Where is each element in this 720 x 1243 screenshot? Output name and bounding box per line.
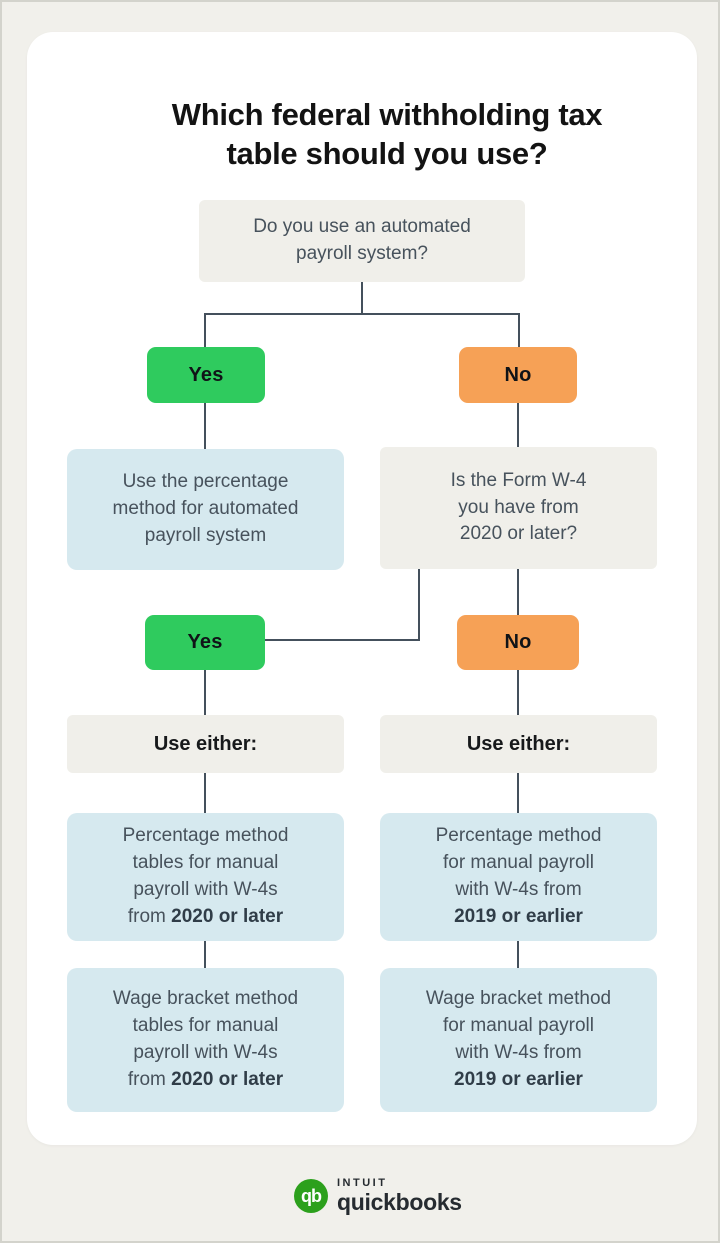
question-automated-payroll-text: Do you use an automated payroll system? [253, 216, 471, 264]
quickbooks-logo: qb INTUIT quickbooks [294, 1178, 462, 1214]
percentage-method-2020-text: Percentage method tables for manual payr… [122, 825, 289, 927]
qb-circle-icon: qb [294, 1179, 328, 1213]
connector-yes2-drop [204, 670, 206, 715]
percentage-method-2020-box: Percentage method tables for manual payr… [67, 813, 344, 941]
no-button-2: No [457, 615, 579, 670]
connector-right-option2 [517, 941, 519, 968]
wage-bracket-2019-year: 2019 or earlier [454, 1068, 583, 1090]
percentage-method-2020-year: 2020 or later [171, 905, 284, 927]
connector-yes1-result [204, 403, 206, 449]
wage-bracket-2020-box: Wage bracket method tables for manual pa… [67, 968, 344, 1112]
connector-root-stem [361, 282, 363, 314]
question-w4-year-box: Is the Form W-4 you have from 2020 or la… [380, 447, 657, 569]
connector-w4-yes-stem [418, 569, 420, 641]
connector-right-option1 [517, 773, 519, 813]
question-automated-payroll-box: Do you use an automated payroll system? [199, 200, 525, 282]
wage-bracket-2020-year: 2020 or later [171, 1068, 284, 1090]
intuit-wordmark: INTUIT [337, 1177, 388, 1189]
connector-w4-yes-elbow [264, 639, 420, 641]
connector-yes1-drop [204, 313, 206, 347]
use-either-right-text: Use either: [466, 732, 571, 755]
connector-root-branch [204, 313, 520, 315]
percentage-method-2019-text: Percentage method for manual payroll wit… [435, 825, 602, 900]
percentage-method-2019-box: Percentage method for manual payroll wit… [380, 813, 657, 941]
result-automated-percentage-text: Use the percentage method for automated … [112, 471, 299, 546]
use-either-left-text: Use either: [153, 732, 258, 755]
no-button-1: No [459, 347, 577, 403]
connector-left-option1 [204, 773, 206, 813]
connector-no1-drop [518, 313, 520, 347]
wage-bracket-2020-text: Wage bracket method tables for manual pa… [112, 988, 299, 1090]
connector-left-option2 [204, 941, 206, 968]
yes-button-1: Yes [147, 347, 265, 403]
brand-wordmarks: INTUIT quickbooks [337, 1178, 462, 1214]
use-either-right-box: Use either: [380, 715, 657, 773]
connector-w4-no-drop [517, 569, 519, 615]
question-w4-year-text: Is the Form W-4 you have from 2020 or la… [450, 469, 587, 545]
infographic-card: Which federal withholding tax table shou… [27, 32, 697, 1145]
wage-bracket-2019-text: Wage bracket method for manual payroll w… [425, 988, 612, 1063]
use-either-left-box: Use either: [67, 715, 344, 773]
quickbooks-wordmark: quickbooks [337, 1189, 462, 1215]
page-title: Which federal withholding tax table shou… [171, 97, 603, 171]
percentage-method-2019-year: 2019 or earlier [454, 905, 583, 927]
result-automated-percentage-box: Use the percentage method for automated … [67, 449, 344, 570]
wage-bracket-2019-box: Wage bracket method for manual payroll w… [380, 968, 657, 1112]
connector-no2-drop [517, 670, 519, 715]
yes-button-2: Yes [145, 615, 265, 670]
connector-no1-question [517, 403, 519, 447]
